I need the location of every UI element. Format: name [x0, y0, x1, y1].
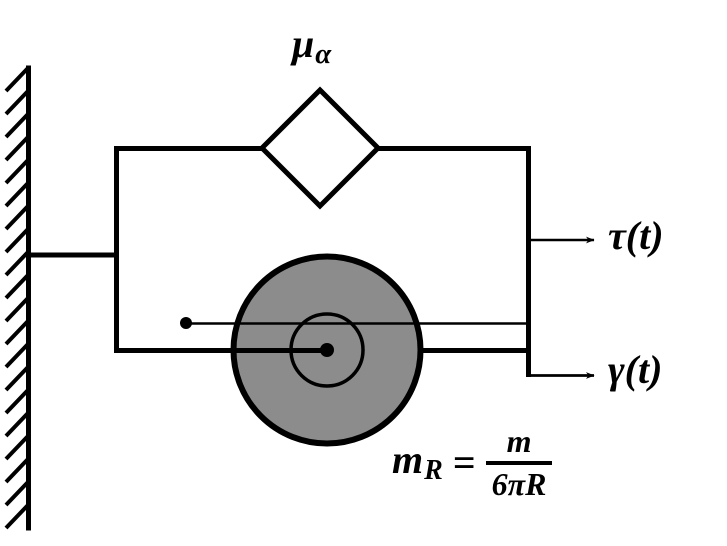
equation-fraction-bar	[485, 460, 553, 465]
wall-hatching	[4, 66, 30, 530]
alpha-subscript: α	[315, 38, 332, 71]
friction-element-diamond	[258, 86, 382, 210]
equation-numerator: m	[506, 423, 532, 459]
equation-fraction: m 6πR	[485, 423, 553, 502]
friction-coefficient-label: μα	[292, 24, 331, 69]
equation-denominator: 6πR	[491, 465, 547, 502]
mu-symbol: μ	[292, 21, 315, 66]
equation-lhs-subscript: R	[424, 455, 443, 487]
disc-center-dot	[320, 343, 334, 357]
stress-output-label: τ(t)	[608, 213, 664, 258]
equation-lhs-symbol: m	[392, 436, 424, 482]
equation-equals-sign: =	[452, 439, 476, 485]
disc-radius-pointer-dot	[180, 317, 192, 329]
fixed-support-wall	[4, 65, 31, 531]
equation-lhs: mR	[392, 436, 443, 487]
disc-mass-equation: mR = m 6πR	[392, 423, 553, 502]
strain-output-label: γ(t)	[608, 347, 663, 392]
